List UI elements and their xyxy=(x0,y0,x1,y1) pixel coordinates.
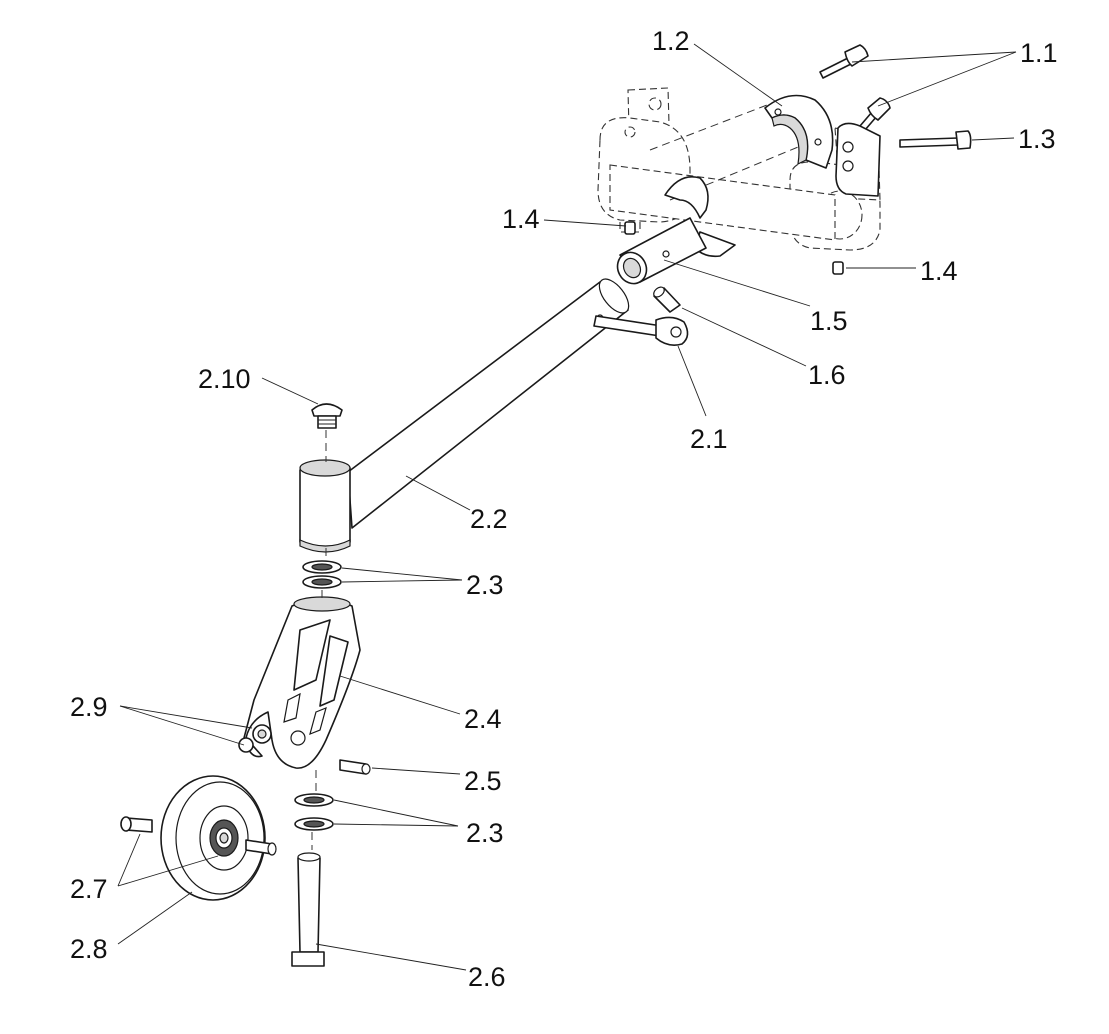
callout-1-4-right: 1.4 xyxy=(920,256,958,286)
axle-spacers xyxy=(238,724,272,753)
long-bolt xyxy=(899,130,972,150)
callout-1-3: 1.3 xyxy=(1018,124,1056,154)
callout-1-5: 1.5 xyxy=(810,306,848,336)
callout-2-3-lower: 2.3 xyxy=(466,818,504,848)
bearing-pair-upper xyxy=(302,560,342,589)
callout-2-2: 2.2 xyxy=(470,504,508,534)
set-screw-left xyxy=(624,221,636,235)
callout-2-9: 2.9 xyxy=(70,692,108,722)
frame-clamp-assembly xyxy=(597,44,972,313)
callout-1-1: 1.1 xyxy=(1020,38,1058,68)
leader-lines xyxy=(117,43,1017,971)
callout-2-5: 2.5 xyxy=(464,766,502,796)
callout-2-10: 2.10 xyxy=(198,364,251,394)
socket-tube xyxy=(616,217,707,285)
wheel-axle-bolt-left xyxy=(120,816,153,833)
screw-upper xyxy=(819,44,869,79)
callout-2-8: 2.8 xyxy=(70,934,108,964)
head-tube xyxy=(299,459,351,553)
caster-wheel xyxy=(160,775,266,901)
small-pin xyxy=(653,286,681,313)
bearing-pair-lower xyxy=(294,793,334,831)
callout-1-6: 1.6 xyxy=(808,360,846,390)
callout-1-2: 1.2 xyxy=(652,26,690,56)
top-cap xyxy=(311,403,343,429)
callout-2-1: 2.1 xyxy=(690,424,728,454)
stem-bolt xyxy=(291,852,325,967)
set-screw-right xyxy=(832,261,844,275)
callout-2-6: 2.6 xyxy=(468,962,506,992)
fork-arm-tube xyxy=(347,278,630,529)
callout-1-4-left: 1.4 xyxy=(502,204,540,234)
callout-2-3-upper: 2.3 xyxy=(466,570,504,600)
arm-pivot-bolt xyxy=(593,315,689,346)
callout-labels: 1.1 1.2 1.3 1.4 1.4 1.5 1.6 2.1 2.2 2.3 … xyxy=(70,26,1058,992)
clamp-half-upper xyxy=(764,94,834,169)
callout-2-4: 2.4 xyxy=(464,704,502,734)
wheel-axle-bolt-right xyxy=(245,839,277,856)
callout-2-7: 2.7 xyxy=(70,874,108,904)
stem-pin xyxy=(339,759,371,775)
